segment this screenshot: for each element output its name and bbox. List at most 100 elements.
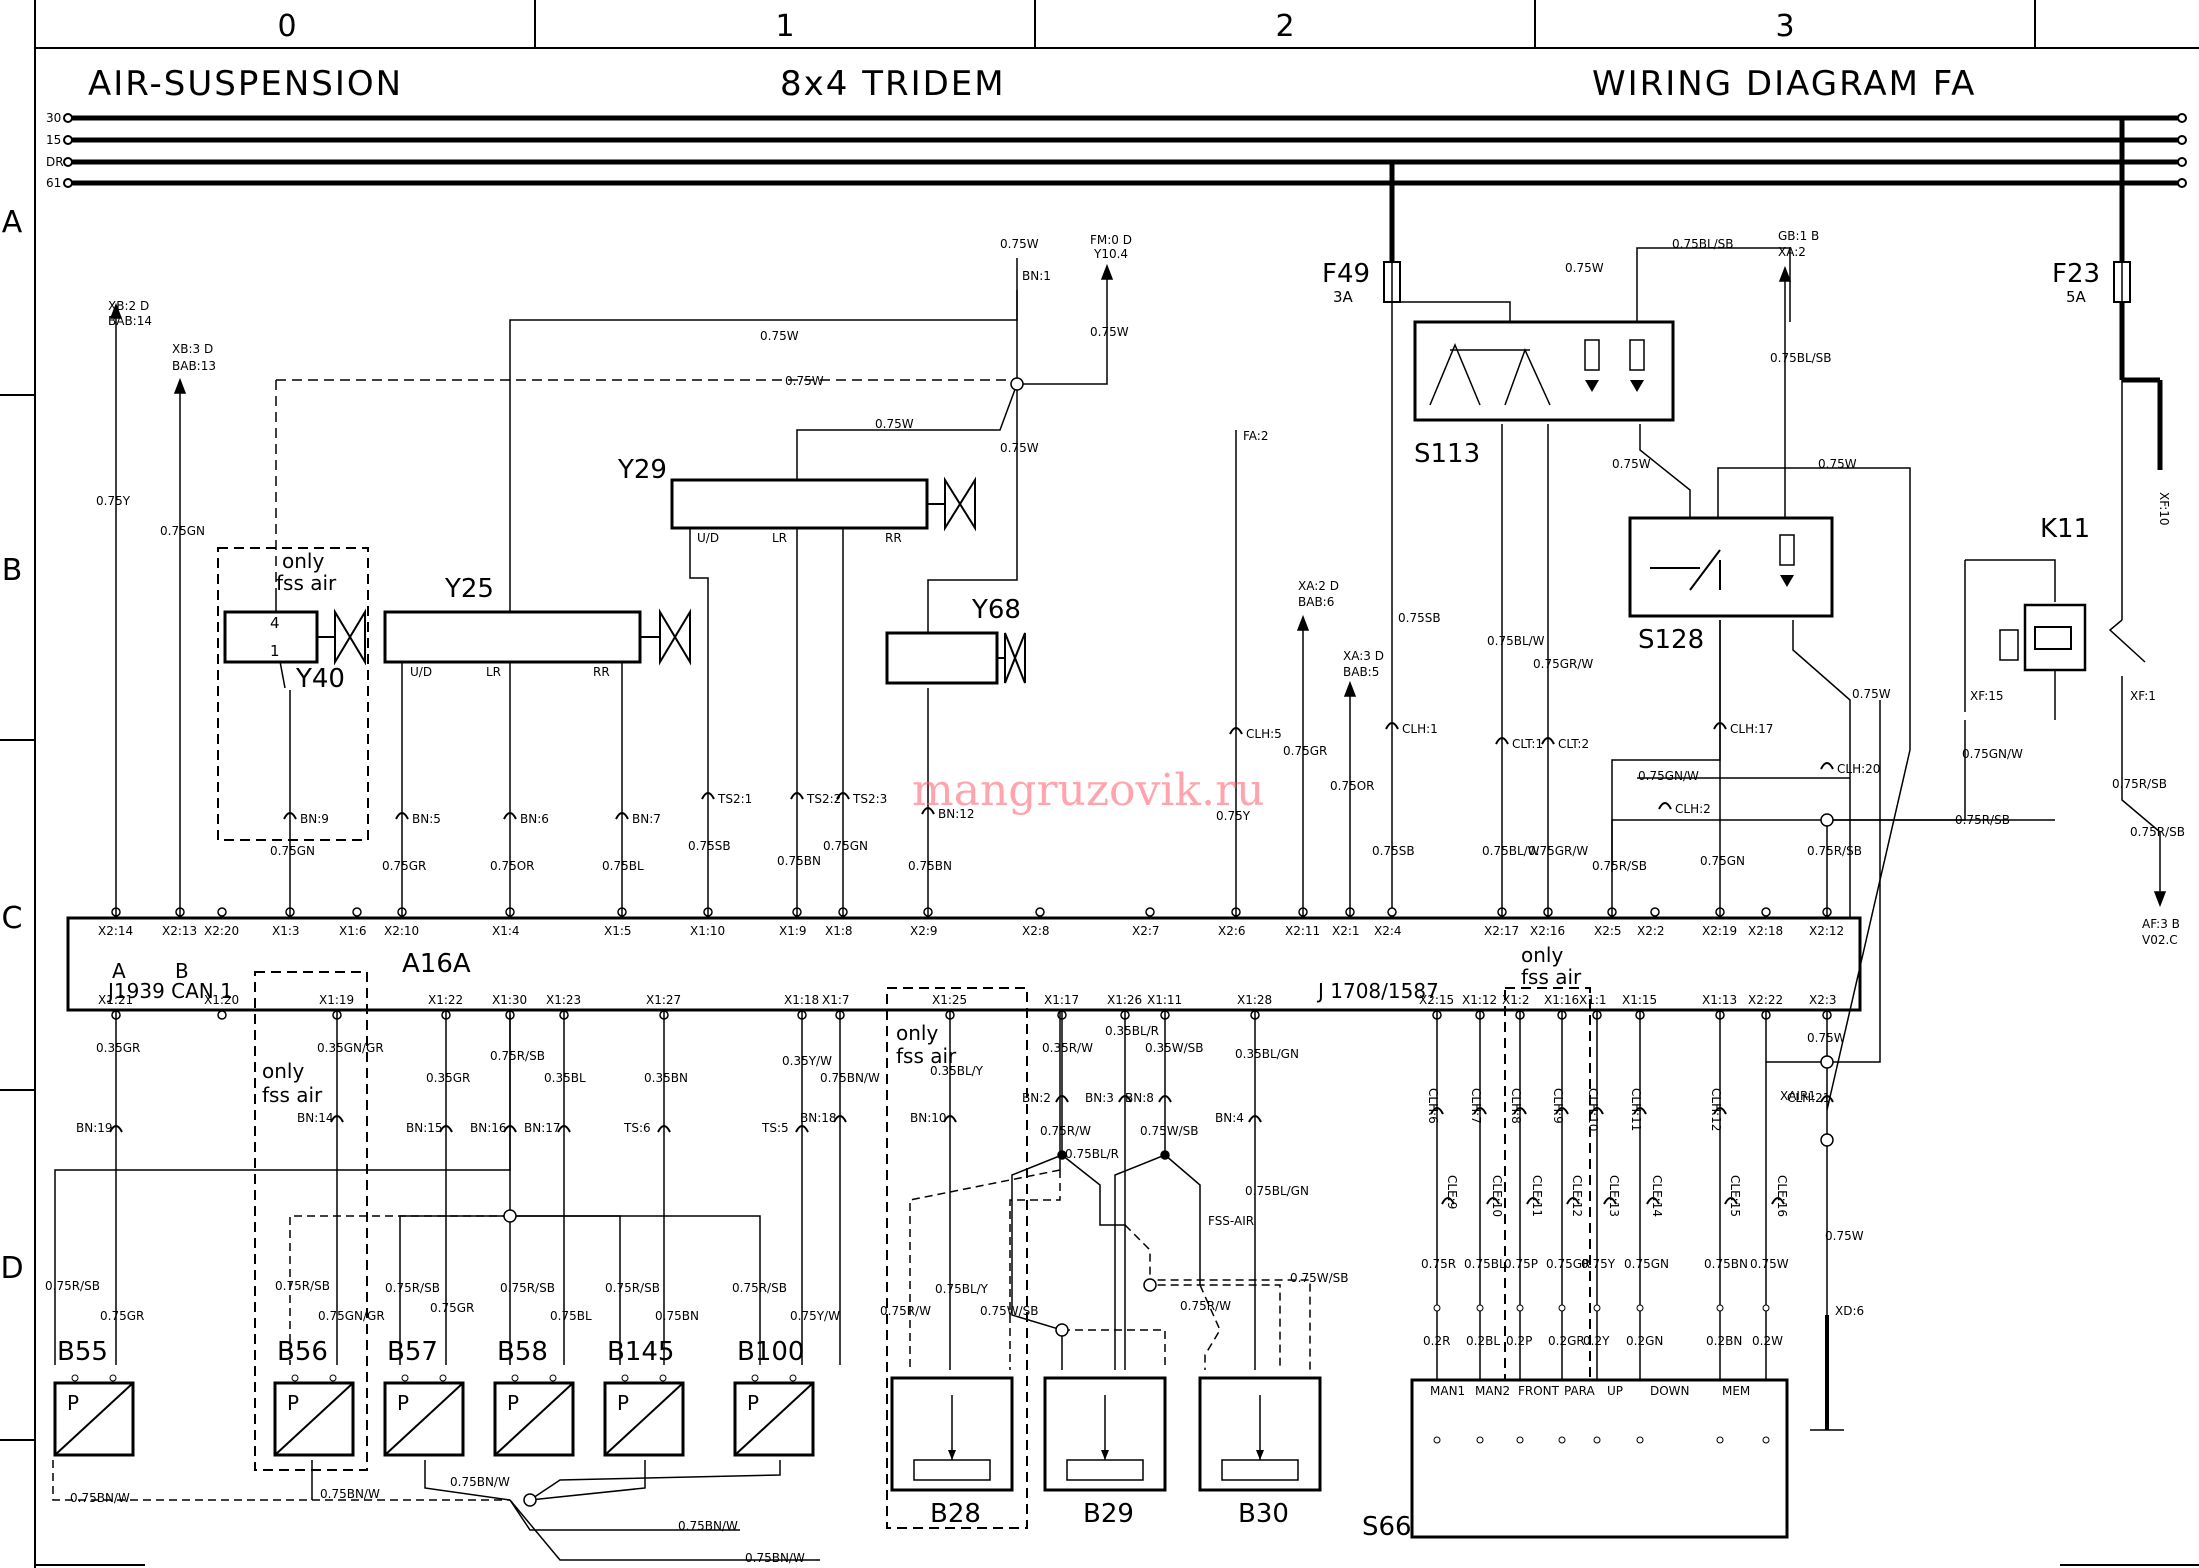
s66-connector-label: CLE:16 (1775, 1175, 1789, 1217)
svg-text:fss air: fss air (896, 1044, 957, 1068)
fuse-f23: F23 5A XF:10 (2052, 118, 2171, 620)
wire-label: 0.75Y (96, 494, 131, 508)
ecu-top-pin-label: X2:16 (1530, 924, 1565, 938)
reference-label: GB:1 B (1778, 229, 1819, 243)
wire-label: 0.75OR (1330, 779, 1375, 793)
wire-label: 0.75R/SB (385, 1281, 440, 1295)
wire-label: 0.75R/SB (732, 1281, 787, 1295)
valve-y25-ud: U/D (410, 665, 432, 679)
valve-y25: Y25 U/D LR RR (383, 574, 691, 679)
reference-label: BAB:6 (1298, 595, 1334, 609)
s66-pin-label: 0.2W (1752, 1334, 1783, 1348)
wire-label: 0.75BN/W (820, 1071, 880, 1085)
wire-label: 0.75Y/W (790, 1309, 840, 1323)
row-label-d: D (0, 1251, 23, 1286)
s66-button-label: UP (1607, 1384, 1623, 1398)
s66-connector-label: CLE:15 (1728, 1175, 1742, 1217)
connector-label: BN:2 (1022, 1091, 1051, 1105)
s66-connector-label: CLH:8 (1509, 1088, 1523, 1124)
wire-label: 0.75BN/W (320, 1487, 380, 1501)
option-boxes (217, 547, 1591, 1529)
ecu-top-pin-label: X2:5 (1594, 924, 1622, 938)
ecu-top-pin-label: X1:9 (779, 924, 807, 938)
wire-label: 0.75BN (777, 854, 821, 868)
wire-label: 0.75BL (550, 1309, 592, 1323)
svg-text:only: only (896, 1021, 938, 1045)
wire-label: 0.75R/W (1040, 1124, 1091, 1138)
rail-label-15: 15 (46, 133, 61, 147)
s66-pin-label: 0.2GR (1548, 1334, 1585, 1348)
control-panel-s66-details: 0.75R0.2R0.75BL0.2BL0.75P0.2P0.75GR0.2GR… (1421, 1088, 1789, 1444)
connector-label: CLT:2 (1558, 737, 1589, 751)
wire-label: 0.35BL/GN (1235, 1047, 1299, 1061)
wire-label: 0.75W (1000, 237, 1039, 251)
ecu-bottom-pin-label: X2:22 (1748, 993, 1783, 1007)
s66-wire-label: 0.75BL (1464, 1257, 1506, 1271)
wire-label: 0.75GN/W (1638, 769, 1699, 783)
switch-s128-name: S128 (1638, 625, 1704, 655)
ecu-top-pin-label: X2:19 (1702, 924, 1737, 938)
s66-wire-label: 0.75P (1504, 1257, 1538, 1271)
ecu-top-pin-label: X1:4 (492, 924, 520, 938)
row-label-a: A (2, 205, 23, 240)
wire-label: 0.75W (875, 417, 914, 431)
wire-label: 0.75W (1818, 457, 1857, 471)
wire-label: 0.35GR (426, 1071, 470, 1085)
fuse-f49-name: F49 (1322, 259, 1370, 289)
fuse-f23-rating: 5A (2066, 288, 2087, 306)
reference-label: BAB:5 (1343, 665, 1379, 679)
connector-label: TS2:3 (852, 792, 887, 806)
reference-label: AF:3 B (2142, 917, 2180, 931)
ecu-top-pin (1650, 907, 1660, 917)
ecu-top-pin-label: X2:17 (1484, 924, 1519, 938)
reference-label: FM:0 D (1090, 233, 1132, 247)
wire-label: 0.75OR (490, 859, 535, 873)
wire-label: 0.75R/SB (45, 1279, 100, 1293)
reference-label: XD:6 (1835, 1304, 1864, 1318)
connector-label: CLH:17 (1730, 722, 1773, 736)
wire-label: 0.75R/W (880, 1304, 931, 1318)
ecu-top-pin-label: X1:8 (825, 924, 853, 938)
connector-label: BN:9 (300, 812, 329, 826)
wire-label: 0.75R/SB (1955, 813, 2010, 827)
ecu-bottom-pin-label: X2:3 (1809, 993, 1837, 1007)
reference-label: XA:2 (1778, 245, 1806, 259)
reference-label: XB:2 D (108, 299, 149, 313)
connector-label: BN:14 (297, 1111, 334, 1125)
reference-label: V02.C (2142, 933, 2178, 947)
column-label-3: 3 (1775, 9, 1794, 44)
title-air-suspension: AIR-SUSPENSION (88, 64, 403, 104)
wire-label: 0.75GN (270, 844, 315, 858)
ecu-top-pin-label: X2:13 (162, 924, 197, 938)
ecu-bottom-pin (217, 1010, 227, 1020)
s66-pin-label: 0.2P (1506, 1334, 1532, 1348)
wire-label: 0.35Y/W (782, 1054, 832, 1068)
wire-label: 0.75W (1090, 325, 1129, 339)
ecu-top-pin (352, 907, 362, 917)
ecu-top-pin-label: X2:9 (910, 924, 938, 938)
ecu-top-pin-label: X2:6 (1218, 924, 1246, 938)
connector-label: CLH:1 (1402, 722, 1438, 736)
wire-label: 0.35BL (544, 1071, 586, 1085)
ecu-top-pin (1387, 907, 1397, 917)
ecu-top-pin-label: X2:7 (1132, 924, 1160, 938)
pressure-sensor-name: B145 (607, 1337, 674, 1367)
row-label-c: C (2, 901, 23, 936)
ecu-sub-b: B (175, 959, 189, 983)
reference-label: XF:15 (1970, 689, 2004, 703)
ecu-bottom-pin-label: X1:11 (1147, 993, 1182, 1007)
ecu-bottom-pin-label: X1:18 (784, 993, 819, 1007)
reference-label: FA:2 (1243, 429, 1268, 443)
ecu-bottom-pin-label: X1:26 (1107, 993, 1142, 1007)
ecu-top-pin-label: X2:4 (1374, 924, 1402, 938)
wire-label: 0.75BL/W (1487, 634, 1545, 648)
s66-button-label: FRONT (1518, 1384, 1560, 1398)
pressure-sensor-letter: P (747, 1391, 759, 1415)
watermark: mangruzovik.ru (912, 765, 1264, 816)
valve-y25-rr: RR (593, 665, 610, 679)
column-label-1: 1 (775, 9, 794, 44)
pressure-sensor-name: B58 (497, 1337, 548, 1367)
rail-label-30: 30 (46, 111, 61, 125)
